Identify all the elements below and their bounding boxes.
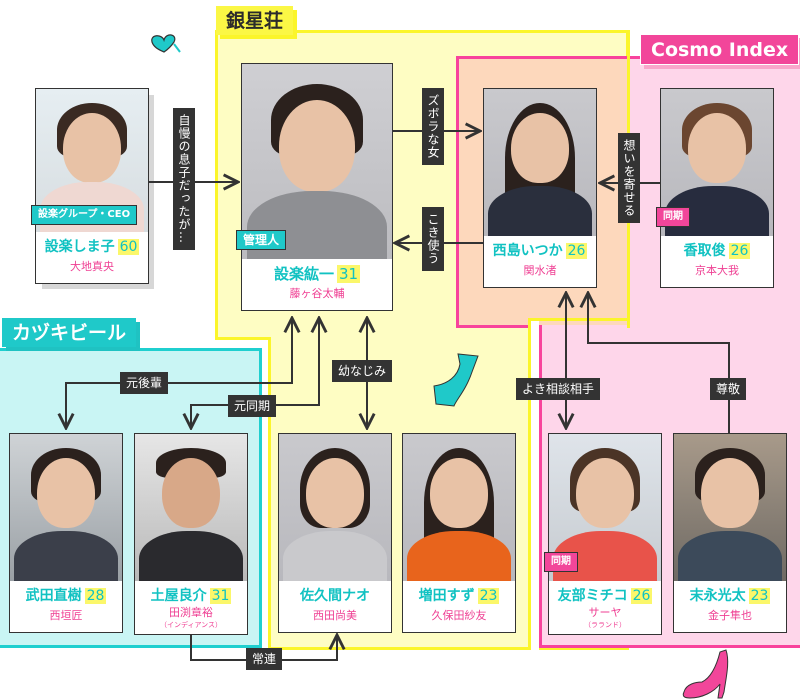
region-gap-2	[531, 321, 539, 650]
actor-name: 藤ヶ谷太輔	[289, 287, 345, 300]
relation-label-koichi-nao: 幼なじみ	[332, 360, 393, 382]
actor-name: 京本大我	[695, 264, 739, 277]
role-badge: 設楽グループ・CEO	[31, 205, 138, 225]
region-ginsei-lower-edge	[268, 340, 271, 650]
group-title-katsuki: カヅキビール	[2, 318, 137, 347]
relation-label-shun-itsuka: 想いを寄せる	[618, 133, 640, 223]
actor-name: 大地真央	[70, 260, 114, 273]
character-photo	[10, 434, 122, 581]
relation-label-shimako-koichi: 自慢の息子だったが…	[173, 108, 195, 250]
region-ginsei-overlap-edge	[528, 318, 630, 321]
relation-label-kota-itsuka: 尊敬	[710, 378, 747, 400]
character-photo	[135, 434, 247, 581]
relation-label-koichi-itsuka: ズボラな女	[422, 88, 444, 165]
character-age: 23	[477, 588, 500, 604]
cyan-arrow-decoration-icon	[433, 353, 479, 407]
region-ginsei-corner	[215, 337, 271, 340]
character-age: 31	[209, 588, 232, 604]
character-age: 28	[84, 588, 107, 604]
character-age: 31	[336, 265, 361, 283]
actor-group: （ラランド）	[584, 621, 626, 629]
character-photo	[242, 64, 392, 259]
heart-icon	[151, 34, 181, 53]
actor-name: 西垣匠	[49, 609, 83, 622]
character-photo	[279, 434, 391, 581]
character-card-nao[interactable]: 佐久間ナオ 西田尚美	[278, 433, 397, 638]
actor-name: サーヤ	[588, 606, 622, 619]
character-age: 26	[728, 243, 751, 259]
group-title-cosmo: Cosmo Index	[640, 34, 800, 65]
character-photo	[403, 434, 515, 581]
character-age: 23	[748, 588, 771, 604]
relation-label-itsuka-koichi: こき使う	[422, 207, 444, 271]
character-name: 佐久間ナオ	[300, 588, 370, 604]
character-age: 60	[117, 239, 140, 255]
character-age: 26	[565, 243, 588, 259]
actor-name: 西田尚美	[313, 609, 357, 622]
character-photo	[661, 89, 773, 236]
relation-label-ryosuke-nao: 常連	[246, 648, 283, 670]
actor-name: 田渕章裕	[169, 606, 213, 619]
character-photo	[549, 434, 661, 581]
actor-group: （インディアンス）	[159, 621, 223, 629]
group-title-ginsei: 銀星荘	[216, 6, 294, 35]
actor-name: 関水渚	[523, 264, 557, 277]
character-age: 26	[630, 588, 653, 604]
actor-name: 久保田紗友	[431, 609, 487, 622]
character-photo	[484, 89, 596, 236]
role-badge: 同期	[544, 552, 578, 572]
high-heel-icon	[682, 649, 729, 699]
relation-label-itsuka-michiko: よき相談相手	[516, 378, 601, 400]
region-ginsei-bottom-right-edge	[528, 318, 531, 650]
actor-name: 金子隼也	[708, 609, 752, 622]
relation-label-koichi-naoki: 元後輩	[120, 372, 169, 394]
role-badge: 同期	[656, 207, 690, 227]
character-photo	[674, 434, 786, 581]
relation-label-koichi-ryosuke: 元同期	[228, 395, 277, 417]
role-badge: 管理人	[236, 230, 287, 250]
